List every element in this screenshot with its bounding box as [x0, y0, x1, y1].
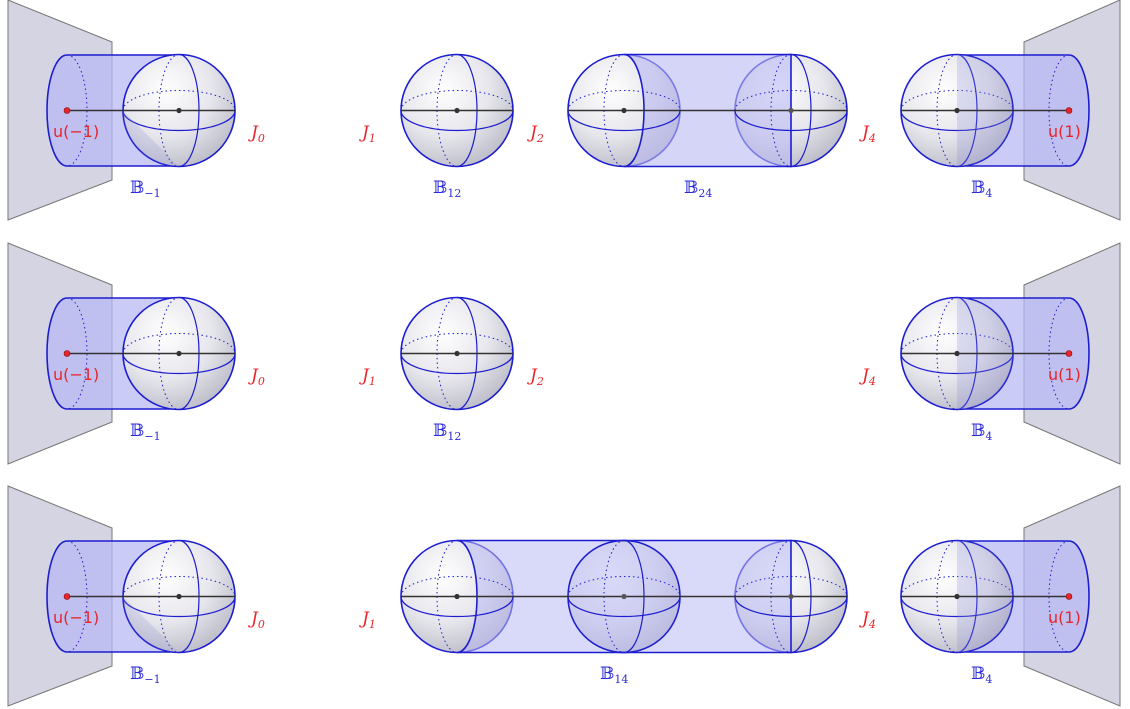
point-u-minus-1 — [63, 350, 71, 357]
label-j2: J2 — [527, 123, 544, 145]
center-dot — [176, 107, 182, 114]
label-ball-4: 𝔹4 — [971, 421, 992, 443]
label-ball-12: 𝔹12 — [433, 178, 461, 200]
label-u-1: u(1) — [1048, 365, 1081, 384]
center-dot — [788, 593, 794, 600]
label-j4: J4 — [859, 366, 876, 388]
label-ball-minus-1: 𝔹−1 — [130, 178, 161, 200]
point-u-1 — [1065, 350, 1073, 357]
label-j0: J0 — [248, 366, 265, 388]
row-1: u(−1) u(1) J0 J1 J2 J4 𝔹−1 𝔹12 𝔹24 𝔹4 — [7, 0, 1121, 221]
center-dot — [176, 350, 182, 357]
row-3: u(−1) u(1) J0 J1 J4 𝔹−1 𝔹14 𝔹4 — [7, 485, 1121, 707]
center-dot — [954, 593, 960, 600]
center-dot — [954, 107, 960, 114]
center-dot — [454, 107, 460, 114]
point-u-minus-1 — [63, 107, 71, 114]
label-j4: J4 — [859, 609, 876, 631]
center-dot — [954, 350, 960, 357]
point-u-minus-1 — [63, 593, 71, 600]
label-u-minus-1: u(−1) — [53, 608, 99, 627]
label-u-minus-1: u(−1) — [53, 122, 99, 141]
center-dot — [454, 350, 460, 357]
label-j1: J1 — [359, 366, 376, 388]
label-ball-minus-1: 𝔹−1 — [130, 421, 161, 443]
point-u-1 — [1065, 107, 1073, 114]
label-j0: J0 — [248, 123, 265, 145]
label-j0: J0 — [248, 609, 265, 631]
center-dot — [454, 593, 460, 600]
label-j1: J1 — [359, 609, 376, 631]
label-ball-12: 𝔹12 — [433, 421, 461, 443]
label-ball-4: 𝔹4 — [971, 178, 992, 200]
label-j1: J1 — [359, 123, 376, 145]
label-ball-24: 𝔹24 — [684, 178, 712, 200]
point-u-1 — [1065, 593, 1073, 600]
label-ball-14: 𝔹14 — [600, 664, 628, 686]
label-u-1: u(1) — [1048, 608, 1081, 627]
label-u-minus-1: u(−1) — [53, 365, 99, 384]
center-dot — [621, 107, 627, 114]
center-dot — [176, 593, 182, 600]
label-j2: J2 — [527, 366, 544, 388]
label-j4: J4 — [859, 123, 876, 145]
center-dot — [788, 107, 794, 114]
label-u-1: u(1) — [1048, 122, 1081, 141]
label-ball-4: 𝔹4 — [971, 664, 992, 686]
row-2: u(−1) u(1) J0 J1 J2 J4 𝔹−1 𝔹12 𝔹4 — [7, 242, 1121, 465]
center-dot — [621, 593, 627, 600]
label-ball-minus-1: 𝔹−1 — [130, 664, 161, 686]
